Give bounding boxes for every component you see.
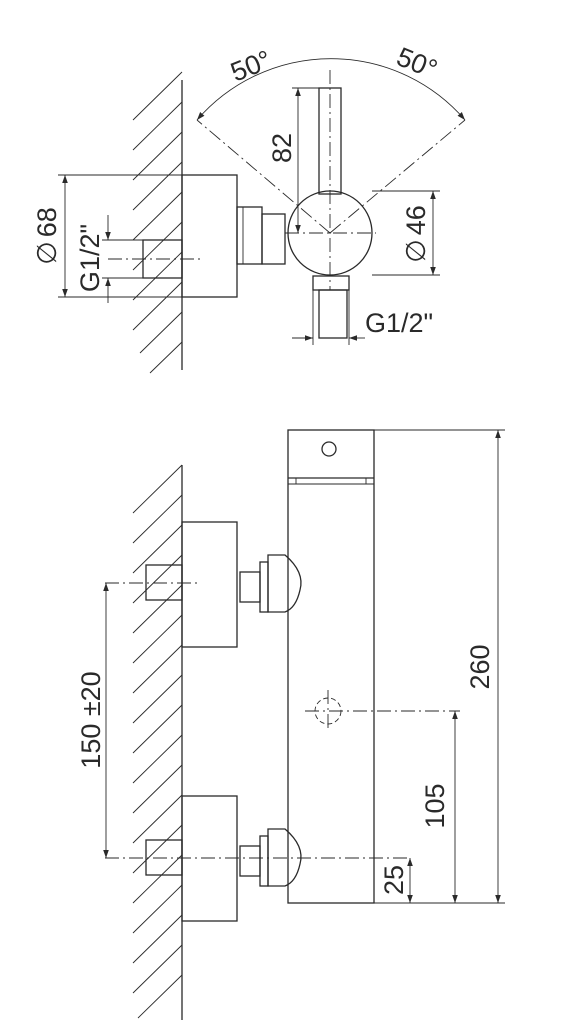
label-handle-length: 82 [267, 133, 297, 163]
cap-lower [267, 828, 302, 887]
escutcheon-top [181, 174, 238, 298]
outlet-pipe-top [318, 289, 348, 339]
label-diameter-body: ∅46 [401, 205, 431, 263]
label-centers: 150 ±20 [76, 671, 106, 768]
top-view [58, 58, 466, 374]
mixer-body [287, 429, 375, 904]
label-angle-right: 50° [392, 41, 441, 84]
wall-hatch-top [132, 71, 183, 374]
nut-lower [239, 845, 261, 877]
label-diameter-outer: ∅68 [32, 207, 62, 265]
outlet-top [312, 275, 350, 291]
wall-hatch-side [132, 464, 183, 1020]
label-outlet-height: 105 [420, 783, 450, 828]
union-top [261, 213, 286, 265]
label-angle-left: 50° [226, 44, 275, 87]
label-bottom-offset: 25 [379, 865, 409, 895]
indicator-dot [321, 441, 337, 457]
union-lower [259, 835, 269, 887]
union-upper [259, 561, 269, 613]
nut-upper [239, 571, 261, 603]
nut-top [236, 206, 263, 265]
wall-pipe-lower [145, 839, 183, 876]
wall-pipe-upper [145, 564, 183, 601]
label-total-length: 260 [465, 644, 495, 689]
label-thread-outlet: G1/2" [365, 308, 433, 338]
label-thread-wall: G1/2" [75, 224, 105, 292]
cap-upper [267, 554, 302, 613]
side-view [103, 429, 505, 1020]
escutcheon-lower [181, 795, 238, 922]
diameter-symbol: ∅ [32, 241, 62, 265]
escutcheon-upper [181, 521, 238, 648]
